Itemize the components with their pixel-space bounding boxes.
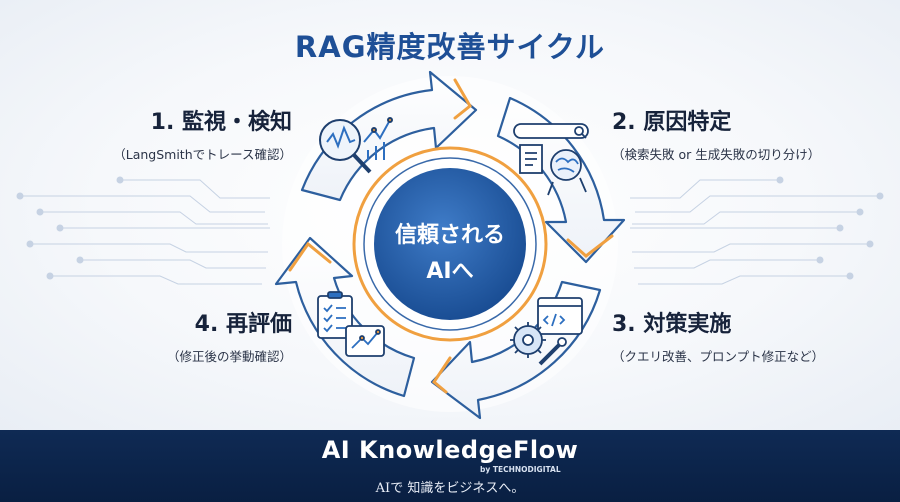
step-3: 3. 対策実施 （クエリ改善、プロンプト修正など） <box>612 306 882 365</box>
circuit-lines-left <box>16 176 270 285</box>
step-1: 1. 監視・検知 （LangSmithでトレース確認） <box>112 104 292 163</box>
cycle-diagram <box>16 70 884 420</box>
checklist-chart-icon <box>317 291 385 357</box>
footer-tagline: AIで 知識をビジネスへ。 <box>375 481 525 496</box>
circuit-lines-right <box>630 176 884 285</box>
gear-wrench-code-icon <box>510 297 583 366</box>
center-label: 信頼される AIへ <box>372 218 528 290</box>
step-1-subtitle: （LangSmithでトレース確認） <box>113 147 292 162</box>
step-1-title: 1. 監視・検知 <box>150 110 292 135</box>
step-3-title: 3. 対策実施 <box>612 312 732 337</box>
step-4-subtitle: （修正後の挙動確認） <box>166 349 292 364</box>
step-4-title: 4. 再評価 <box>194 312 292 337</box>
magnifier-chart-icon <box>319 117 393 174</box>
center-line-2: AIへ <box>426 259 474 284</box>
search-bar-document-brain-icon <box>513 123 589 196</box>
step-2-subtitle: （検索失敗 or 生成失敗の切り分け） <box>612 147 821 162</box>
center-line-1: 信頼される <box>394 223 505 248</box>
step-2: 2. 原因特定 （検索失敗 or 生成失敗の切り分け） <box>612 104 872 163</box>
step-4: 4. 再評価 （修正後の挙動確認） <box>120 306 292 365</box>
step-2-title: 2. 原因特定 <box>612 110 732 135</box>
footer-by-line: by TECHNODIGITAL <box>480 465 561 474</box>
orange-accents <box>288 78 614 394</box>
footer-banner <box>0 430 900 502</box>
step-3-subtitle: （クエリ改善、プロンプト修正など） <box>612 349 825 364</box>
diagram-title: RAG精度改善サイクル <box>294 30 606 64</box>
center-circle <box>374 168 526 320</box>
footer-brand: AI KnowledgeFlow <box>321 436 579 464</box>
